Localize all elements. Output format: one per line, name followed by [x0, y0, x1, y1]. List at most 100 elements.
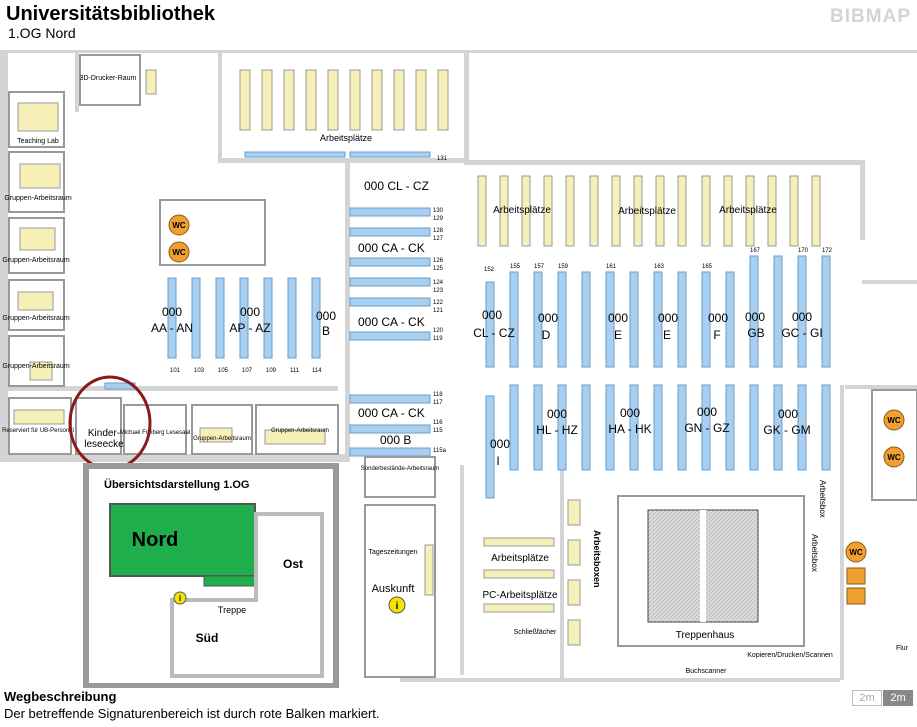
shelf-num: 121 [433, 308, 444, 314]
arbeitsplaetze-top-label: Arbeitsplätze [320, 133, 372, 143]
floor-map[interactable]: Teaching Lab Gruppen-Arbeitsraum Gruppen… [0, 48, 917, 688]
shelf-num: 128 [433, 228, 444, 234]
arbeitsplaetze-3-label: Arbeitsplätze [719, 205, 777, 216]
wc-icon: WC [172, 248, 186, 257]
page-title: Universitätsbibliothek [6, 3, 215, 25]
shelf-num: 115a [433, 448, 447, 454]
shelf-num: 105 [218, 368, 229, 374]
shelf-num: 114 [312, 368, 322, 374]
footer-title: Wegbeschreibung [4, 689, 117, 704]
left-rooms: Teaching Lab Gruppen-Arbeitsraum Gruppen… [2, 54, 157, 455]
signature-cl-cz-range: CL - CZ [473, 326, 515, 340]
signature-f: 000 [708, 311, 728, 325]
accessible-wc-icon [846, 567, 866, 585]
footer: Wegbeschreibung Der betreffende Signatur… [0, 688, 917, 727]
shelf-num: 161 [606, 264, 617, 270]
arbeitsbox-2-label: Arbeitsbox [810, 534, 819, 572]
shelf-num: 172 [822, 248, 833, 254]
signature-e2-range: E [663, 328, 671, 342]
room-reserviert-label: Reserviert für UB-Personal [2, 428, 74, 434]
right-desk-area: Arbeitsplätze Arbeitsplätze Arbeitsplätz… [477, 175, 821, 247]
signature-ca-ck-3: 000 CA - CK [358, 406, 425, 420]
shelf-num: 125 [433, 266, 444, 272]
shelf-num: 170 [798, 248, 809, 254]
arbeitsplaetze-2-label: Arbeitsplätze [618, 206, 676, 217]
room-gruppen5-label: Gruppen-Arbeitsraum [193, 436, 251, 442]
room-gruppen6-label: Gruppen-Arbeitsraum [271, 428, 329, 434]
scale-active-button[interactable]: 2m [883, 690, 913, 706]
signature-ca-ck-1: 000 CA - CK [358, 241, 425, 255]
signature-ca-ck-2: 000 CA - CK [358, 315, 425, 329]
signature-cl-cz: 000 [482, 308, 502, 322]
shelf-num: 111 [290, 368, 300, 374]
signature-gk-gm: 000 [778, 407, 798, 421]
signature-gn-gz: 000 [697, 405, 717, 419]
room-gruppen3-label: Gruppen-Arbeitsraum [2, 315, 69, 322]
shelf-num: 103 [194, 368, 205, 374]
room-michael-label: Michael Freiberg Lesesaal [120, 430, 190, 436]
overview-ost: Ost [283, 557, 303, 571]
wc-block-left: WC WC [159, 199, 266, 266]
signature-ha-hk-range: HA - HK [608, 422, 651, 436]
shelves-aa-b: 000 AA - AN 000 AP - AZ 000 B 101 103 10… [151, 277, 336, 374]
signature-b-range: B [322, 324, 330, 338]
shelf-num: 159 [558, 264, 569, 270]
info-icon: i [396, 601, 399, 612]
signature-aa-an: 000 [162, 305, 182, 319]
signature-e1-range: E [614, 328, 622, 342]
wc-icon: WC [172, 221, 186, 230]
arbeitsboxen-label: Arbeitsboxen [592, 530, 602, 588]
shelf-num: 119 [433, 336, 443, 342]
shelf-num: 109 [266, 368, 277, 374]
shelf-num: 123 [433, 288, 444, 294]
buchscanner-label: Buchscanner [686, 668, 728, 675]
signature-i: 000 [490, 437, 510, 451]
shelf-num: 116 [433, 420, 443, 426]
shelves-lower-right: 000 I 000 HL - HZ 000 HA - HK 000 GN - G… [485, 384, 831, 499]
signature-e1: 000 [608, 311, 628, 325]
shelf-num: 124 [433, 280, 444, 286]
signature-gn-gz-range: GN - GZ [684, 421, 729, 435]
signature-ap-az-range: AP - AZ [229, 321, 270, 335]
pc-arbeitsplaetze-label: PC-Arbeitsplätze [482, 590, 557, 601]
shelf-num: 118 [433, 392, 443, 398]
shelves-upper-right: 152 155 157 159 161 163 165 167 170 172 … [473, 248, 833, 368]
wc-icon: WC [887, 453, 901, 462]
wc-icon: WC [849, 548, 863, 557]
room-auskunft-label: Auskunft [372, 583, 415, 595]
top-desk-area: Arbeitsplätze 131 [239, 69, 449, 162]
signature-gk-gm-range: GK - GM [763, 423, 810, 437]
room-teaching-label: Teaching Lab [17, 138, 59, 145]
overview-sued: Süd [196, 631, 219, 645]
building-walls [0, 50, 917, 682]
wc-icon: WC [887, 416, 901, 425]
shelf-num: 130 [433, 208, 444, 214]
scale-2m-button[interactable]: 2m [852, 690, 882, 706]
bottom-center: Tageszeitungen Auskunft i Arbeitsplätze … [364, 480, 833, 678]
signature-d: 000 [538, 311, 558, 325]
shelf-num: 157 [534, 264, 545, 270]
room-drucker-label: 3D-Drucker-Raum [80, 75, 137, 82]
shelf-num: 122 [433, 300, 444, 306]
signature-e2: 000 [658, 311, 678, 325]
shelf-num: 163 [654, 264, 665, 270]
signature-gc-gi: 000 [792, 310, 812, 324]
shelf-num-131: 131 [437, 156, 448, 162]
kopieren-label: Kopieren/Drucken/Scannen [747, 652, 833, 659]
arbeitsbox-1-label: Arbeitsbox [818, 480, 827, 518]
signature-hl-hz: 000 [547, 407, 567, 421]
info-icon: i [179, 594, 181, 603]
right-wc-block: WC WC WC Flur [845, 389, 917, 652]
signature-d-range: D [542, 328, 551, 342]
shelf-num: 127 [433, 236, 444, 242]
overview-title: Übersichtsdarstellung 1.OG [104, 478, 249, 491]
signature-i-range: I [496, 454, 499, 468]
shelf-num: 167 [750, 248, 761, 254]
footer-text: Der betreffende Signaturenbereich ist du… [4, 706, 380, 721]
room-tageszeitungen-label: Tageszeitungen [368, 549, 417, 556]
shelf-num: 101 [170, 368, 181, 374]
overview-inset: Übersichtsdarstellung 1.OG Nord Ost Süd … [83, 463, 339, 688]
room-schliess-label: Schließfächer [514, 629, 557, 636]
treppenhaus-label: Treppenhaus [676, 630, 735, 641]
brand-logo: BIBMAP [830, 6, 911, 27]
